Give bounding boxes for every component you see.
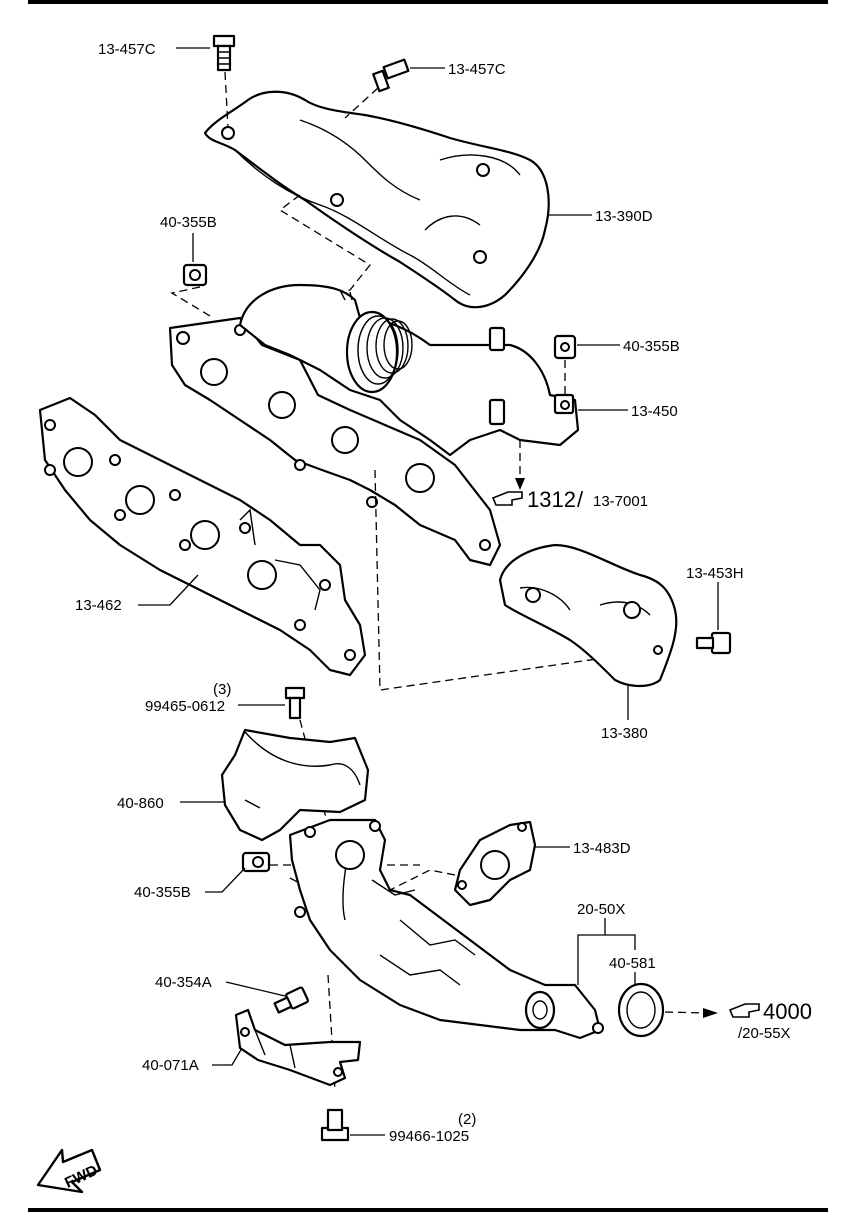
bracket-13-380 <box>498 543 678 688</box>
reference-4000: 4000 /20-55X <box>728 999 812 1042</box>
bottom-border <box>28 1208 828 1212</box>
label-13-450: 13-450 <box>631 403 678 420</box>
exhaust-manifold <box>168 283 580 567</box>
nut-40-355b-left <box>182 263 208 287</box>
nut-40-355b-right <box>553 334 577 360</box>
dash-gasket-bracket <box>374 469 661 691</box>
top-border <box>28 0 828 4</box>
label-13-483d: 13-483D <box>573 840 631 857</box>
ref-1312-slash: / <box>577 487 584 512</box>
heat-insulator-lower <box>220 728 370 842</box>
bolt-13-453h <box>695 631 732 655</box>
dash-ref-4000 <box>664 1011 706 1014</box>
manifold-gasket <box>38 396 367 677</box>
leader-13-462 <box>138 574 199 606</box>
label-13-457c-left: 13-457C <box>98 41 156 58</box>
bolt-13-457c-right <box>372 58 410 93</box>
label-13-457c-right: 13-457C <box>448 61 506 78</box>
label-40-581: 40-581 <box>609 955 656 972</box>
label-qty-2: (2) <box>458 1111 476 1128</box>
dash-nut-left <box>170 286 211 317</box>
label-13-380: 13-380 <box>601 725 648 742</box>
leader-40-354a <box>225 981 286 997</box>
pointing-hand-icon <box>491 491 523 506</box>
label-40-355b-left: 40-355B <box>160 214 217 231</box>
leader-40-071a <box>212 1047 243 1066</box>
fwd-arrow-icon: FWD <box>36 1148 102 1194</box>
bolt-99465-0612 <box>284 686 306 720</box>
label-40-354a: 40-354A <box>155 974 212 991</box>
bracket-40-071a <box>234 1008 362 1087</box>
label-40-071a: 40-071A <box>142 1057 199 1074</box>
label-13-462: 13-462 <box>75 597 122 614</box>
dash-bolt-left <box>224 71 229 129</box>
catalytic-converter <box>288 818 604 1040</box>
gasket-13-483d <box>453 820 537 907</box>
label-40-355b-lower: 40-355B <box>134 884 191 901</box>
dash-bolt-right <box>344 87 379 119</box>
label-99466-1025: 99466-1025 <box>389 1128 469 1145</box>
label-qty-3: (3) <box>213 681 231 698</box>
ref-20-55x-text: /20-55X <box>738 1025 791 1042</box>
heat-insulator-upper <box>203 90 550 309</box>
flex-joint <box>345 310 413 394</box>
ref-1312-text: 1312 <box>527 487 576 512</box>
label-13-453h: 13-453H <box>686 565 744 582</box>
bolt-99466-1025 <box>320 1108 350 1142</box>
label-20-50x: 20-50X <box>577 901 625 918</box>
ref-13-7001-text: 13-7001 <box>593 493 648 510</box>
bolt-40-354a <box>273 986 309 1014</box>
label-13-390d: 13-390D <box>595 208 653 225</box>
label-40-860: 40-860 <box>117 795 164 812</box>
reference-1312: 1312 / 13-7001 <box>491 487 648 512</box>
label-99465-0612: 99465-0612 <box>145 698 225 715</box>
ring-gasket-40-581 <box>617 982 665 1038</box>
ref-4000-text: 4000 <box>763 999 812 1024</box>
nut-40-355b-lower <box>241 851 271 873</box>
bolt-13-457c-left <box>212 34 236 72</box>
pointing-hand-icon <box>728 1003 760 1018</box>
leader-40-355b-lower <box>205 867 246 893</box>
label-40-355b-right: 40-355B <box>623 338 680 355</box>
leader-20-50x <box>577 918 636 985</box>
